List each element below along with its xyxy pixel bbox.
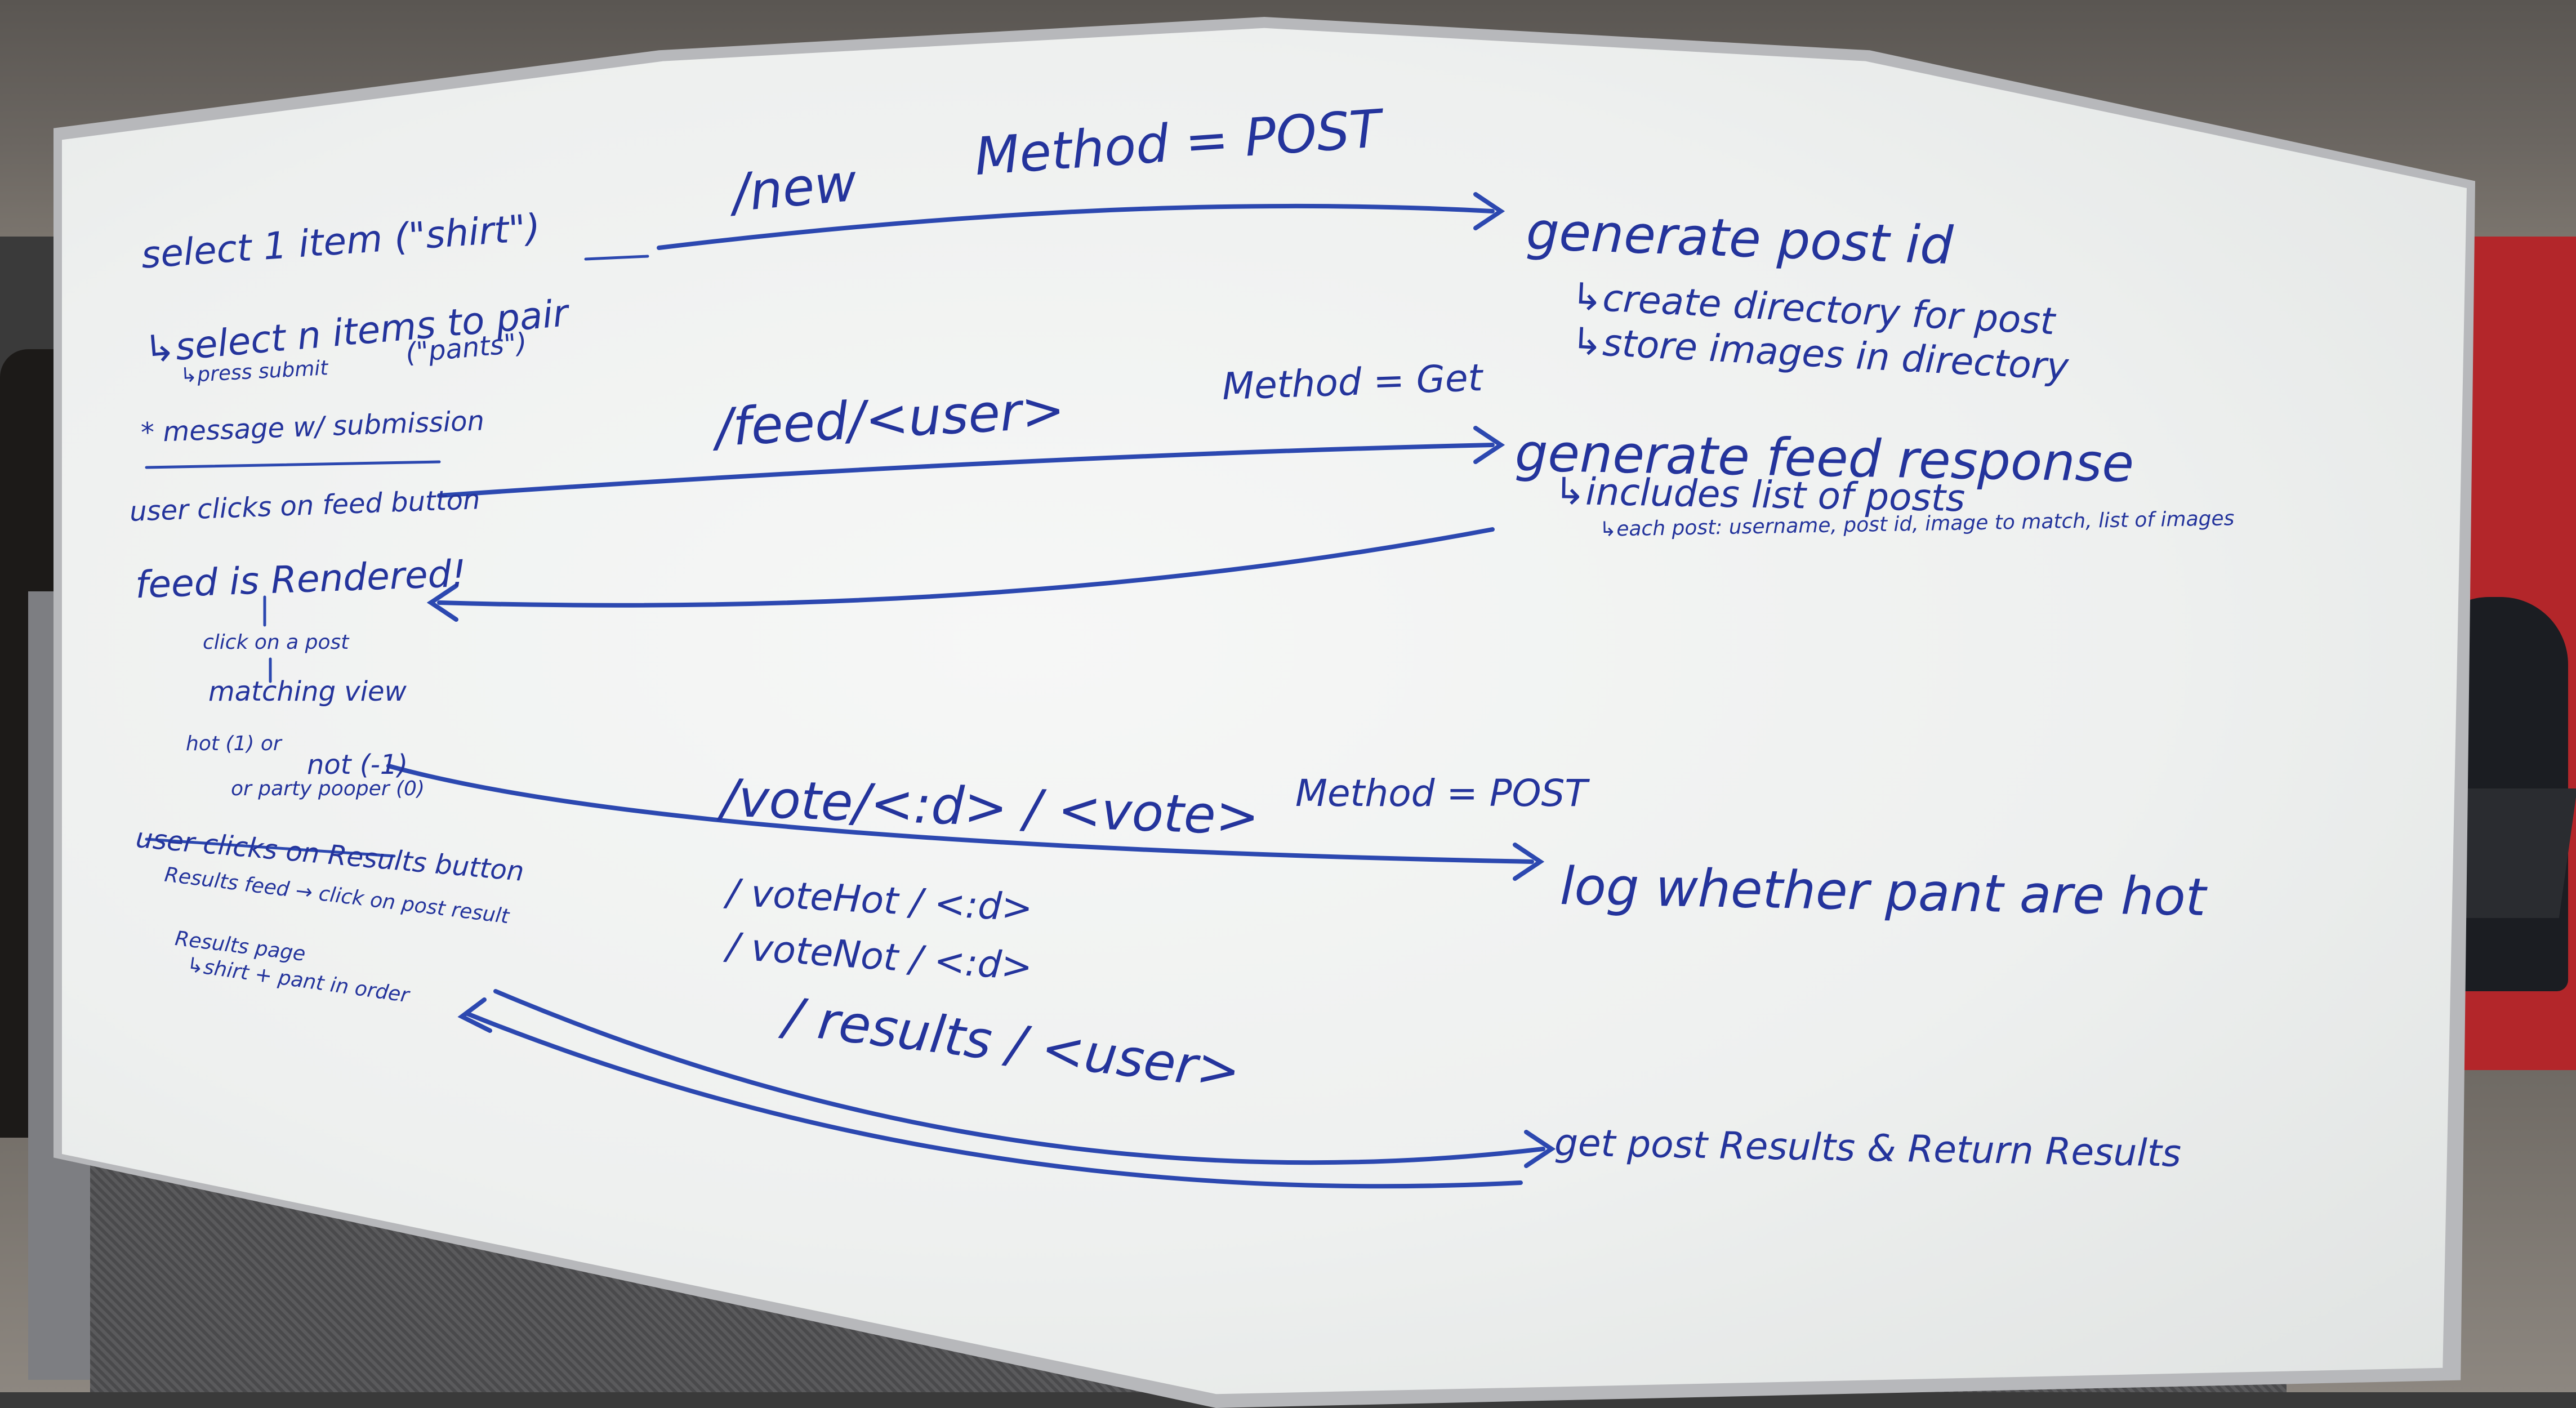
left-line10: or party pooper (0) — [231, 777, 425, 800]
left-line8: matching view — [208, 676, 407, 707]
left-line9b: not (-1) — [307, 749, 408, 781]
right-r7: log whether pant are hot — [1559, 856, 2207, 928]
left-line7: click on a post — [203, 631, 349, 654]
left-line9: hot (1) or — [186, 732, 282, 755]
endpoint-vote-method: Method = POST — [1295, 772, 1588, 815]
endpoint-feed-method: Method = Get — [1221, 355, 1483, 409]
endpoint-new-path: /new — [729, 152, 859, 224]
